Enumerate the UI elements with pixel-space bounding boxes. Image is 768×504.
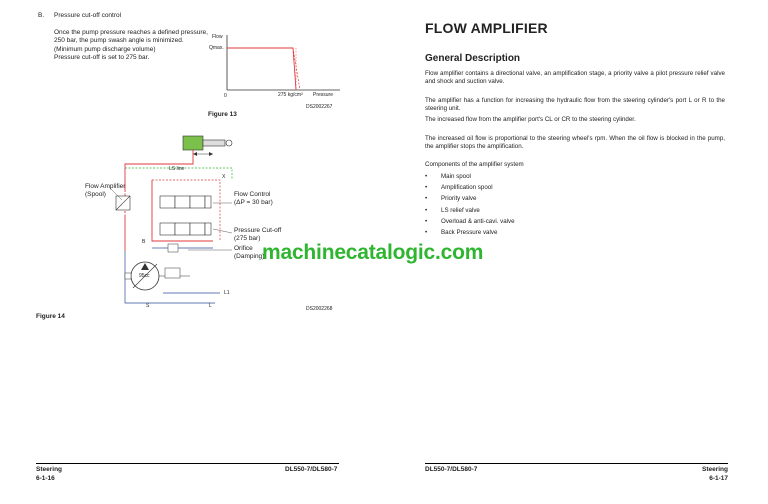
cylinder-body: [182, 135, 204, 151]
schematic-doc-code: DS2002268: [306, 306, 333, 312]
bullet-icon: •: [425, 228, 428, 236]
right-footer-rule: [425, 463, 728, 464]
cutoff-label-line: Pressure Cut-off: [234, 227, 282, 234]
right-footer-model: DL550-7/DL580-7: [425, 466, 478, 473]
ls-line: [125, 167, 233, 180]
left-footer-section: Steering: [36, 466, 63, 473]
right-footer-page: 6-1-17: [709, 475, 728, 482]
figure-14-caption: Figure 14: [36, 313, 65, 320]
bullet-icon: •: [425, 195, 428, 203]
section-line: 250 bar, the pump swash angle is minimiz…: [54, 37, 184, 45]
list-item-text: Amplification spool: [441, 184, 493, 192]
list-item-text: Overload & anti-cavi. valve: [441, 217, 515, 225]
s-port-label: S: [146, 303, 150, 309]
paragraph: The amplifier has a function for increas…: [425, 97, 725, 113]
flow-amplifier-label: Flow Amplifier (Spool): [85, 183, 125, 200]
section-title: Pressure cut-off control: [54, 12, 122, 19]
section-line: (Minimum pump discharge volume): [54, 45, 156, 53]
flow-control-valve: [159, 195, 176, 209]
pressure-flow-graph: [226, 35, 340, 91]
paragraph: Flow amplifier contains a directional va…: [425, 70, 725, 86]
orifice-symbol: [167, 243, 179, 253]
l-port-label: L: [209, 303, 212, 309]
section-body: Once the pump pressure reaches a defined…: [54, 29, 208, 62]
flow-amplifier-label-line: Flow Amplifier: [85, 183, 126, 190]
graph-x-label: Pressure: [313, 92, 334, 98]
ls-line-label: LS line: [169, 166, 185, 172]
cylinder-eye: [225, 139, 233, 147]
graph-doc-code: DS2002267: [306, 104, 333, 110]
cylinder-rod: [202, 139, 226, 147]
bullet-icon: •: [425, 217, 428, 225]
right-page: FLOW AMPLIFIER General Description Flow …: [384, 0, 768, 504]
bullet-icon: •: [425, 173, 428, 180]
pressure-cutoff-valve: [159, 222, 176, 236]
orifice-label: Orifice (Damping): [234, 245, 264, 262]
graph-flow-curve: [227, 47, 297, 91]
l1-port-label: L1: [224, 290, 230, 296]
cutoff-label: Pressure Cut-off (275 bar): [234, 227, 281, 244]
paragraph: The increased oil flow is proportional t…: [425, 135, 725, 151]
section-line: Once the pump pressure reaches a defined…: [54, 29, 208, 36]
flow-control-label-line: (ΔP = 30 bar): [234, 199, 273, 207]
flow-control-label: Flow Control (ΔP = 30 bar): [234, 191, 273, 208]
left-footer-page: 6-1-16: [36, 475, 55, 482]
list-item-text: Back Pressure valve: [441, 228, 498, 236]
section-letter: B.: [38, 12, 45, 19]
section-heading: General Description: [425, 53, 521, 64]
graph-y-label: Flow: [212, 34, 223, 40]
left-page: B. Pressure cut-off control Once the pum…: [36, 12, 340, 482]
left-footer-model: DL550-7/DL580-7: [285, 466, 338, 473]
pressure-line-cylinder: [124, 150, 194, 190]
cutoff-label-line: (275 bar): [234, 235, 261, 243]
list-item-text: Priority valve: [441, 195, 477, 203]
bullet-icon: •: [425, 184, 428, 192]
right-footer-section: Steering: [701, 466, 728, 473]
list-item-text: Main spool: [441, 173, 471, 180]
left-footer-rule: [36, 463, 339, 464]
graph-cutoff-curve: [292, 47, 301, 91]
x-port-label: X: [222, 174, 226, 180]
main-block-frame: [151, 180, 213, 242]
page-title: FLOW AMPLIFIER: [425, 20, 548, 36]
orifice-label-line: Orifice: [234, 245, 253, 252]
list-item-text: LS relief valve: [441, 206, 480, 214]
graph-origin-label: 0: [224, 93, 227, 99]
section-line: Pressure cut-off is set to 275 bar.: [54, 53, 150, 61]
orifice-label-line: (Damping): [234, 253, 265, 261]
pump-label: 95cc: [139, 273, 150, 279]
figure-13-caption: Figure 13: [208, 111, 237, 118]
flow-control-label-line: Flow Control: [234, 191, 271, 198]
paragraph: The increased flow from the amplifier po…: [425, 116, 636, 123]
bullet-icon: •: [425, 206, 428, 214]
b-port-label: B: [142, 239, 146, 245]
graph-ymax-label: Qmax.: [209, 45, 224, 51]
drain-line: [124, 251, 215, 304]
graph-x-tick: 275 kg/cm²: [278, 92, 303, 98]
paragraph: Components of the amplifier system: [425, 161, 524, 168]
watermark: machinecatalogic.com: [262, 241, 484, 264]
flow-amplifier-label-line: (Spool): [85, 191, 106, 199]
hydraulic-schematic: [109, 135, 233, 304]
